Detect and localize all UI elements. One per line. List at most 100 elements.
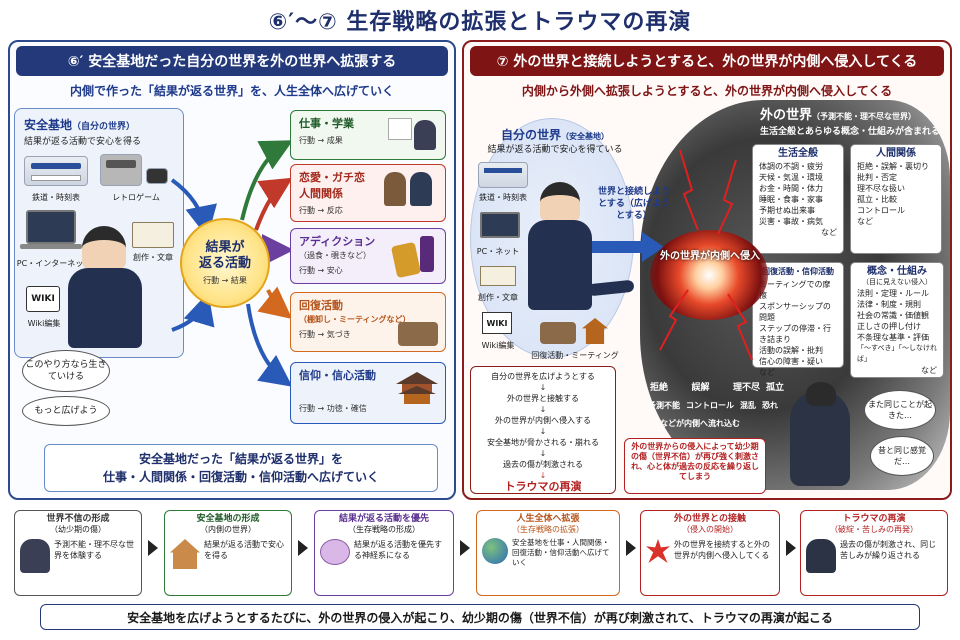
category-relations-item: 孤立・比較 [857, 195, 897, 204]
step-5-title: 外の世界との接触 [674, 514, 746, 524]
step-6: トラウマの再演 （破綻・苦しみの再発） 過去の傷が刺激され、同じ苦しみが繰り返さ… [800, 510, 948, 596]
category-recovery-item: スポンサーシップの問題 [759, 302, 831, 322]
safe-base-title-note: （自分の世界） [72, 122, 136, 132]
storm-word: 予測不能 [648, 401, 680, 410]
step-1-title: 世界不信の形成 [46, 514, 110, 524]
storm-word: 混乱 [740, 401, 756, 410]
step-arrow-icon [786, 540, 796, 556]
category-recovery-item: など [759, 368, 775, 377]
page-title: ⑥′〜⑦ 生存戦略の拡張とトラウマの再演 [268, 10, 692, 35]
result-activity-hub: 結果が 返る活動 行動 → 結果 [180, 218, 270, 308]
storm-words-row2: 予測不能 コントロール 混乱 恐れ [648, 400, 798, 411]
house-icon [170, 539, 200, 569]
step-4-sub: （生存戦略の拡張） [512, 525, 584, 534]
red-note-box: 外の世界からの侵入によって幼少期の傷（世界不信）が再び強く刺激され、心と体が過去… [624, 438, 766, 494]
category-life-item: 予期せぬ出来事 [759, 206, 815, 215]
invasion-burst [650, 230, 768, 320]
outer-world-heading: 外の世界（予測不能・理不尽な世界） [760, 104, 944, 123]
connect-label: 世界と接続しようとする（広げようとする） [597, 187, 670, 221]
activity-love-title2: 人間関係 [299, 187, 343, 200]
person-woman-icon [384, 172, 406, 206]
self-world-heading: 自分の世界（安全基地） [480, 124, 630, 143]
left-footer-line1: 安全基地だった「結果が返る世界」を [138, 452, 343, 466]
cartridge-icon [146, 168, 168, 184]
left-footer: 安全基地だった「結果が返る世界」を 仕事・人間関係・回復活動・信仰活動へ広げてい… [44, 444, 438, 492]
page-footer: 安全基地を広げようとするたびに、外の世界の侵入が起こり、幼少期の傷（世界不信）が… [40, 604, 920, 630]
explosion-icon [646, 539, 670, 563]
invasion-flow-box: 自分の世界を広げようとする ↓ 外の世界と接触する ↓ 外の世界が内側へ侵入する… [470, 366, 616, 494]
step-3-body: 結果が返る活動を優先する神経系になる [354, 540, 442, 560]
activity-recovery-flow: 行動 → 気づき [299, 330, 351, 339]
category-concepts-title: 概念・仕組み [867, 266, 927, 277]
category-concepts: 概念・仕組み （目に見えない侵入） 法則・定理・ルール 法律・制度・規則 社会の… [850, 262, 944, 378]
base-item-pc: PC・インターネット [16, 259, 92, 268]
outer-world-title-note: （予測不能・理不尽な世界） [812, 112, 917, 121]
self-item-wiki: Wiki編集 [481, 341, 515, 350]
outer-world-desc: 生活全般とあらゆる概念・仕組みが含まれる [760, 127, 941, 137]
storm-word: 孤立 [766, 383, 785, 393]
retro-game-icon [100, 154, 142, 186]
step-5-body: 外の世界を接続すると外の世界が内側へ侵入してくる [674, 540, 770, 560]
category-life-item: 災害・事故・病気 [759, 217, 823, 226]
flow-step: 安全基地が脅かされる・崩れる [487, 438, 599, 447]
step-3-title: 結果が返る活動を優先 [338, 514, 429, 524]
meeting-group-icon [398, 322, 438, 346]
safe-base-title: 安全基地 [24, 118, 73, 132]
step-4-title: 人生全体へ拡張 [516, 514, 580, 524]
storm-word: 理不尽 [732, 383, 760, 393]
thought-bubble-1: このやり方なら生きていける [22, 350, 110, 392]
category-relations-item: 拒絶・誤解・裏切り [857, 162, 929, 171]
flow-step: 外の世界が内側へ侵入する [495, 416, 591, 425]
step-1: 世界不信の形成 （幼少期の傷） 予測不能・理不尽な世界を体験する [14, 510, 142, 596]
category-recovery-title: 回復活動・信仰活動 [762, 267, 834, 276]
hub-line2: 返る活動 [198, 256, 251, 271]
safe-base-heading: 安全基地（自分の世界） [24, 114, 184, 133]
activity-love-title: 恋愛・ガチ恋 [299, 171, 365, 184]
book-icon-right [480, 266, 516, 286]
base-item-wiki: Wiki編集 [27, 319, 61, 328]
self-item-train: 鉄道・時刻表 [479, 193, 527, 202]
storm-words-row1: 拒絶 誤解 理不尽 [650, 380, 760, 393]
crouching-person-head [806, 382, 836, 406]
laptop-icon-right [480, 212, 520, 238]
thought-bubble-same: 昔と同じ感覚だ… [870, 436, 934, 476]
category-recovery-item: 活動の誤解・批判 [759, 346, 823, 355]
activity-addiction-title2: （過食・覗きなど） [299, 251, 371, 260]
category-relations: 人間関係 拒絶・誤解・裏切り 批判・否定 理不尽な扱い 孤立・比較 コントロール… [850, 144, 942, 254]
step-2: 安全基地の形成 （内側の世界） 結果が返る活動で安心を得る [164, 510, 292, 596]
step-6-body: 過去の傷が刺激され、同じ苦しみが繰り返される [840, 540, 937, 560]
person-man-icon [410, 172, 432, 206]
category-recovery: 回復活動・信仰活動 ミーティングでの摩擦 スポンサーシップの問題 ステップの停滞… [752, 262, 844, 377]
step-arrow-icon [626, 540, 636, 556]
category-concepts-item: 法律・制度・規則 [857, 300, 921, 309]
person-working-icon [414, 120, 436, 150]
self-item-pc: PC・ネット [476, 247, 520, 256]
activity-recovery-title: 回復活動 [299, 299, 343, 312]
outer-world-title: 外の世界 [760, 108, 813, 123]
activity-recovery-title2: （棚卸し・ミーティングなど） [299, 315, 411, 324]
activity-work-title: 仕事・学業 [299, 117, 354, 130]
category-life-item: 睡眠・食事・家事 [759, 195, 823, 204]
safe-base-desc: 結果が返る活動で安心を得る [24, 137, 142, 147]
person-right-head [540, 182, 580, 222]
storm-word-summary: などが内側へ流れ込む [660, 419, 740, 428]
flow-step-trauma: トラウマの再演 [504, 480, 582, 493]
connect-arrow-icon [592, 232, 664, 262]
activity-faith-title: 信仰・信心活動 [299, 369, 376, 382]
laptop-icon [26, 210, 76, 244]
storm-word: コントロール [686, 401, 734, 410]
base-item-retro-game: レトロゲーム [112, 193, 160, 202]
base-item-writing: 創作・文章 [133, 253, 173, 262]
storm-word: 恐れ [762, 401, 778, 410]
invade-label: 外の世界が内側へ侵入 [660, 251, 760, 262]
category-relations-item: 理不尽な扱い [857, 184, 905, 193]
sad-child-icon [20, 539, 50, 573]
activity-faith-flow: 行動 → 功徳・確信 [299, 404, 367, 413]
drink-can-icon [420, 236, 434, 272]
category-concepts-item: 不条理な基準・評価 [857, 333, 929, 342]
person-left-body [68, 268, 142, 348]
step-1-sub: （幼少期の傷） [50, 525, 106, 534]
step-4-body: 安全基地を仕事・人間関係・回復活動・信仰活動へ広げていく [512, 538, 610, 567]
lightning-icon [659, 150, 753, 361]
crouching-person-icon [790, 390, 850, 486]
